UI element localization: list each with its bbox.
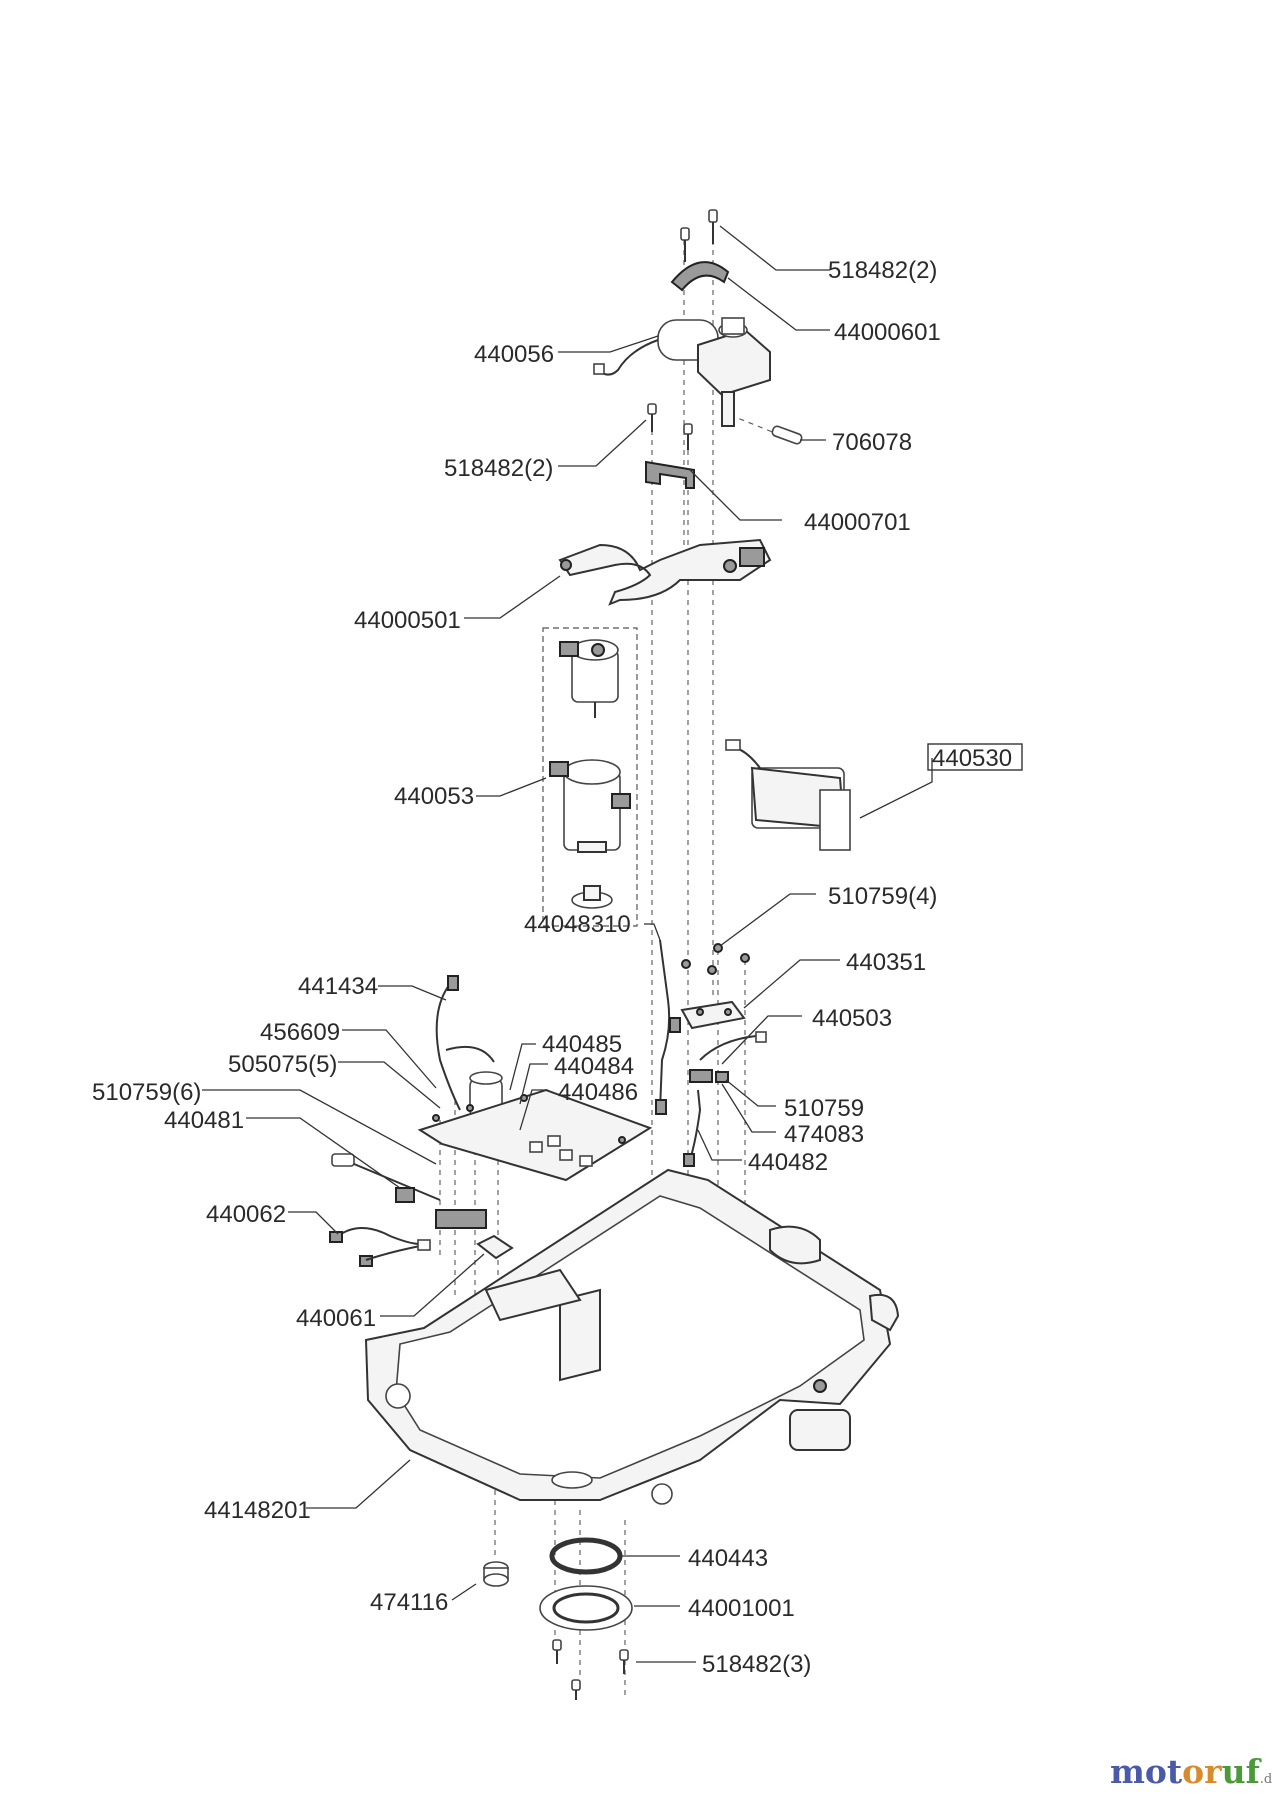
- label-518482-2-mid: 518482(2): [444, 455, 553, 482]
- pin-part: [771, 425, 803, 445]
- label-440443: 440443: [688, 1545, 768, 1572]
- label-44000501: 44000501: [354, 607, 461, 634]
- foot-474116-part: [483, 1561, 509, 1587]
- screw-bottom-left: [552, 1639, 562, 1664]
- swing-arm-part: [558, 538, 772, 606]
- label-44000601: 44000601: [834, 319, 941, 346]
- cable-440062-part: [329, 1227, 431, 1267]
- label-box-440530: [927, 743, 1023, 771]
- label-474083: 474083: [784, 1121, 864, 1148]
- label-440062: 440062: [206, 1201, 286, 1228]
- cable-440482-part: [683, 1089, 702, 1167]
- logo-part-3: uf: [1221, 1752, 1260, 1791]
- label-44000701: 44000701: [804, 509, 911, 536]
- clamp-part: [670, 261, 730, 292]
- label-44001001: 44001001: [688, 1595, 795, 1622]
- battery-part: [725, 739, 851, 851]
- screw-top-left: [680, 227, 690, 262]
- board-part: [680, 1000, 746, 1030]
- label-440484: 440484: [554, 1053, 634, 1080]
- screw-middle-right: [683, 423, 693, 450]
- sensor-part: [689, 1031, 767, 1083]
- label-518482-2-top: 518482(2): [828, 257, 937, 284]
- label-440061: 440061: [296, 1305, 376, 1332]
- label-440503: 440503: [812, 1005, 892, 1032]
- label-510759: 510759: [784, 1095, 864, 1122]
- screws-510759: [681, 943, 750, 975]
- chassis-part: [364, 1168, 900, 1505]
- leader-lines: [202, 225, 933, 1663]
- label-440056: 440056: [474, 341, 554, 368]
- plate-440061-part: [476, 1234, 514, 1260]
- ring-440443-part: [549, 1537, 623, 1575]
- label-44148201: 44148201: [204, 1497, 311, 1524]
- motor-assembly-box: [542, 627, 638, 927]
- motoruf-logo: motoruf.de: [1110, 1752, 1272, 1791]
- label-440485: 440485: [542, 1031, 622, 1058]
- screw-bottom-center: [571, 1679, 581, 1700]
- logo-part-2: or: [1182, 1752, 1222, 1791]
- logo-part-1: mot: [1110, 1752, 1183, 1791]
- part-labels: 518482(2) 44000601 440056 706078 518482(…: [92, 257, 1023, 1678]
- label-441434: 441434: [298, 973, 378, 1000]
- label-706078: 706078: [832, 429, 912, 456]
- label-505075-5: 505075(5): [228, 1051, 337, 1078]
- label-440482: 440482: [748, 1149, 828, 1176]
- cable-part: [655, 939, 681, 1115]
- label-510759-4: 510759(4): [828, 883, 937, 910]
- label-510759-6: 510759(6): [92, 1079, 201, 1106]
- motor-part: [593, 317, 771, 427]
- cable-441434-part: [435, 975, 495, 1111]
- label-518482-3: 518482(3): [702, 1651, 811, 1678]
- switch-part: [331, 1153, 487, 1229]
- label-440530: 440530: [932, 745, 1012, 772]
- label-440053: 440053: [394, 783, 474, 810]
- bracket-part: [645, 460, 695, 489]
- screw-bottom-right: [619, 1649, 629, 1674]
- logo-suffix: .de: [1259, 1772, 1272, 1787]
- screw-top-right: [708, 209, 718, 244]
- label-44048310: 44048310: [524, 911, 631, 938]
- label-440351: 440351: [846, 949, 926, 976]
- bearing-44001001-part: [539, 1585, 633, 1631]
- label-440481: 440481: [164, 1107, 244, 1134]
- screw-middle-left: [647, 403, 657, 432]
- label-474116: 474116: [370, 1589, 448, 1616]
- label-456609: 456609: [260, 1019, 340, 1046]
- label-440486: 440486: [558, 1079, 638, 1106]
